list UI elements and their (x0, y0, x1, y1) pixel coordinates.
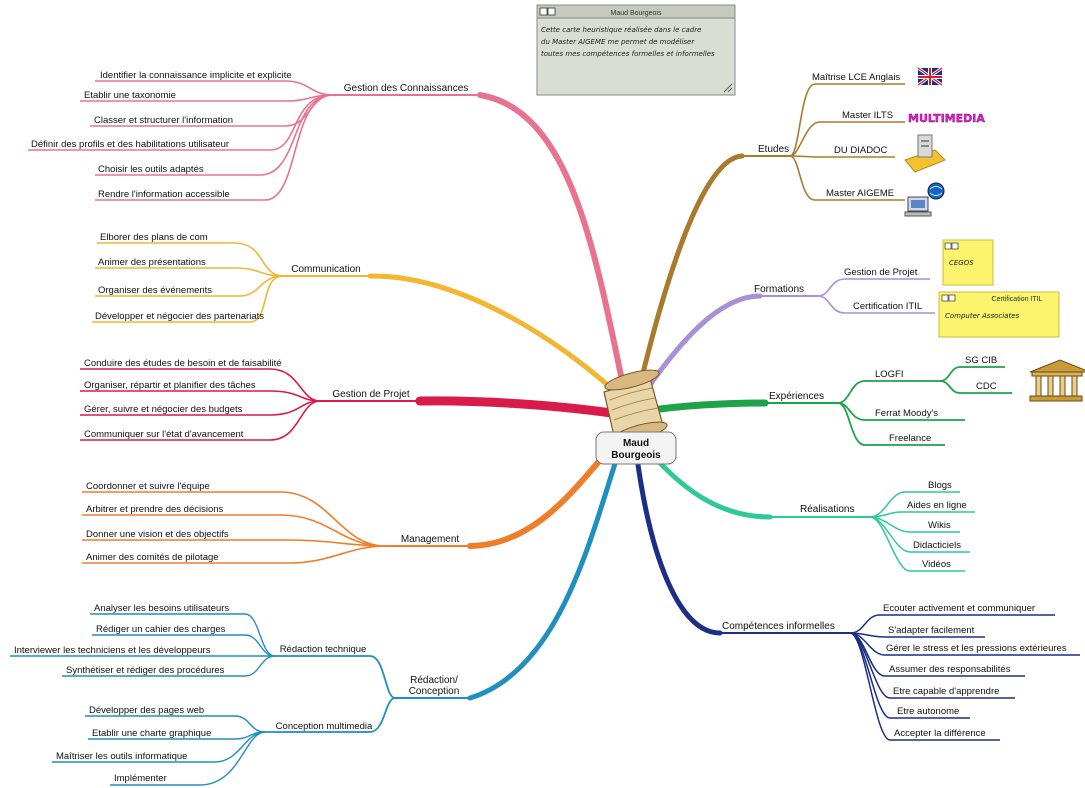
leaf-label: Maîtriser les outils informatique (56, 751, 187, 762)
branch-gestion-projet[interactable]: Gestion de Projet Conduire des études de… (80, 358, 630, 441)
note-cegos[interactable]: CEGOS (942, 239, 994, 286)
folder-stack-icon (904, 134, 946, 173)
leaf-label: Classer et structurer l'information (94, 115, 233, 126)
branch-label-line-2: Conception (409, 686, 460, 697)
leaf-label: Animer des présentations (98, 257, 206, 268)
uk-flag-icon (917, 66, 943, 87)
note-itil[interactable]: Certification ITIL Computer Associates (938, 291, 1060, 338)
subbranch-label: Rédaction technique (280, 644, 367, 655)
leaf-label: Didacticiels (913, 540, 961, 551)
branch-realisations[interactable]: Réalisations Blogs Aides en ligne Wikis … (637, 437, 975, 572)
leaf-label: Organiser des événements (98, 285, 212, 296)
branch-label: Etudes (758, 144, 789, 155)
leaf-label: Interviewer les techniciens et les dével… (14, 645, 211, 656)
close-icon[interactable] (539, 7, 548, 16)
leaf-label: Rédiger un cahier des charges (96, 624, 226, 635)
leaf-label: Blogs (928, 480, 952, 491)
leaf-label: Rendre l'information accessible (98, 189, 230, 200)
center-label-line-1: Maud (623, 438, 649, 449)
leaf-label: Communiquer sur l'état d'avancement (84, 429, 244, 440)
branch-gestion-connaissances[interactable]: Gestion des Connaissances Identifier la … (28, 70, 628, 398)
branch-label: Formations (754, 284, 804, 295)
leaf-label: Ferrat Moody's (875, 408, 938, 419)
branch-label: Expériences (769, 391, 824, 402)
leaf-label: Implémenter (114, 773, 167, 784)
branch-label: Compétences informelles (722, 621, 835, 632)
branch-label: Gestion des Connaissances (344, 83, 469, 94)
leaf-label: Certification ITIL (853, 301, 922, 312)
leaf-label: Synthétiser et rédiger des procédures (66, 665, 225, 676)
note-line-3: toutes mes compétences formelles et info… (541, 50, 715, 58)
leaf-label: Aides en ligne (907, 500, 967, 511)
branch-label: Management (401, 534, 460, 545)
note-text: CEGOS (949, 259, 974, 267)
leaf-label: Conduire des études de besoin et de fais… (84, 358, 282, 369)
leaf-label: CDC (976, 381, 997, 392)
leaf-label: Analyser les besoins utilisateurs (94, 603, 229, 614)
leaf-label: Organiser, répartir et planifier des tâc… (84, 380, 256, 391)
leaf-label: Développer et négocier des partenariats (95, 311, 264, 322)
svg-text:MULTIMEDIA: MULTIMEDIA (908, 112, 985, 125)
leaf-label: Animer des comités de pilotage (86, 552, 219, 563)
note-title: Certification ITIL (992, 296, 1043, 303)
leaf-label: Etablir une taxonomie (84, 90, 176, 101)
bank-building-icon (1029, 359, 1085, 402)
branch-etudes[interactable]: Etudes Maîtrise LCE Anglais Master ILTS … (634, 66, 986, 401)
leaf-label: S'adapter facilement (888, 625, 975, 636)
branch-label: Communication (291, 264, 360, 275)
computer-globe-icon (904, 182, 945, 217)
leaf-label: Vidéos (922, 559, 951, 570)
note-line-1: Cette carte heuristique réalisée dans le… (541, 26, 701, 34)
leaf-label: Etre autonome (897, 706, 959, 717)
edit-icon[interactable] (547, 7, 556, 16)
leaf-label: Gestion de Projet (844, 267, 918, 278)
leaf-label: Arbitrer et prendre des décisions (86, 504, 224, 515)
leaf-label: Accepter la différence (894, 728, 986, 739)
branch-management[interactable]: Management Coordonner et suivre l'équipe… (82, 437, 621, 564)
leaf-label: Définir des profils et des habilitations… (31, 139, 229, 150)
note-line-2: du Master AIGEME me permet de modéliser (541, 38, 695, 46)
center-label-line-2: Bourgeois (611, 450, 661, 461)
leaf-label: SG CIB (965, 355, 997, 366)
branch-competences-informelles[interactable]: Compétences informelles Ecouter activeme… (633, 447, 1080, 741)
branch-redaction-conception[interactable]: Rédaction/ Conception Rédaction techniqu… (10, 445, 623, 786)
leaf-label: DU DIADOC (834, 145, 887, 156)
leaf-label: Assumer des responsabilités (889, 664, 1011, 675)
note-title: Maud Bourgeois (611, 10, 662, 17)
leaf-label: Gérer le stress et les pressions extérie… (886, 643, 1067, 654)
leaf-label: LOGFI (875, 369, 904, 380)
branch-formations[interactable]: Formations Gestion de Projet Certificati… (635, 239, 1060, 405)
leaf-label: Etre capable d'apprendre (893, 686, 999, 697)
leaf-label: Master ILTS (842, 110, 893, 121)
leaf-label: Donner une vision et des objectifs (86, 529, 229, 540)
multimedia-logo-icon: MULTIMEDIA (908, 112, 986, 125)
subbranch-label: Conception multimedia (276, 721, 373, 732)
leaf-label: Ecouter activement et communiquer (883, 603, 1035, 614)
resize-grip-icon[interactable] (723, 83, 733, 93)
leaf-label: Freelance (889, 433, 931, 444)
branch-label: Réalisations (800, 504, 854, 515)
leaf-label: Master AIGEME (826, 188, 894, 199)
top-note[interactable]: Maud Bourgeois Cette carte heuristique r… (536, 4, 736, 96)
leaf-label: Développer des pages web (89, 705, 204, 716)
leaf-label: Coordonner et suivre l'équipe (86, 481, 210, 492)
leaf-label: Elborer des plans de com (100, 232, 208, 243)
branch-label: Gestion de Projet (332, 389, 409, 400)
branch-communication[interactable]: Communication Elborer des plans de com A… (92, 232, 625, 401)
leaf-label: Choisir les outils adaptés (98, 164, 204, 175)
leaf-label: Wikis (928, 520, 951, 531)
branch-label-line-1: Rédaction/ (410, 675, 458, 686)
leaf-label: Maîtrise LCE Anglais (812, 72, 900, 83)
central-topic[interactable]: Maud Bourgeois (595, 366, 677, 465)
leaf-label: Identifier la connaissance implicite et … (100, 70, 292, 81)
leaf-label: Gérer, suivre et négocier des budgets (84, 404, 243, 415)
leaf-label: Etablir une charte graphique (92, 728, 211, 739)
branch-experiences[interactable]: Expériences LOGFI SG CIB CDC Ferrat Mood… (636, 355, 1085, 446)
note-text: Computer Associates (945, 312, 1020, 320)
